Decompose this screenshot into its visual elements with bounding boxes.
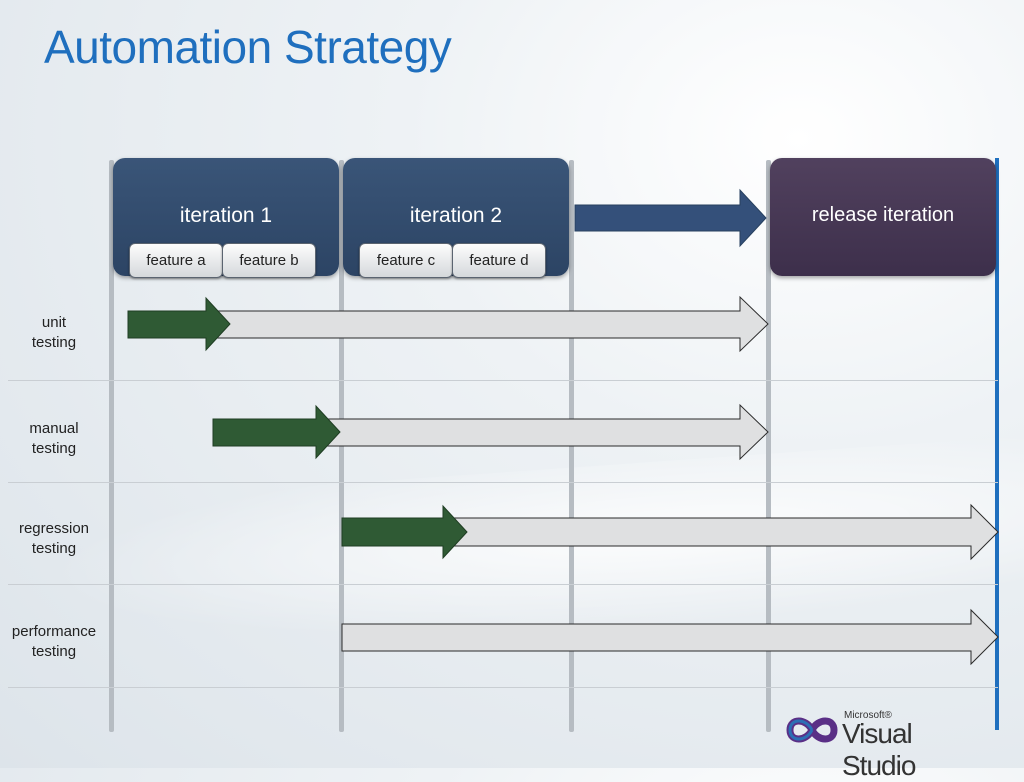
- iteration-to-release-arrow: [574, 188, 767, 248]
- release-iteration-box: release iteration: [770, 158, 996, 276]
- visual-studio-product-text: Visual Studio: [842, 718, 916, 781]
- unit-testing-timeline-arrow: [205, 295, 769, 353]
- row-separator: [8, 584, 998, 585]
- iteration-2-label: iteration 2: [409, 204, 503, 227]
- release-iteration-label: release iteration: [811, 204, 955, 226]
- manual-testing-progress-arrow: [212, 404, 341, 460]
- feature-d-chip: feature d: [452, 243, 546, 278]
- release-start-line: [766, 160, 771, 732]
- regression-testing-progress-arrow: [341, 504, 468, 560]
- row-separator: [8, 482, 998, 483]
- regression-testing-timeline-arrow: [442, 503, 999, 561]
- release-end-line: [995, 158, 999, 730]
- microsoft-brand-text: Microsoft®: [844, 710, 892, 721]
- infinity-logo-icon: [786, 717, 838, 743]
- iteration-1-start-line: [109, 160, 114, 732]
- slide-title: Automation Strategy: [44, 21, 452, 73]
- performance-testing-timeline-arrow: [341, 608, 999, 666]
- feature-c-chip: feature c: [359, 243, 453, 278]
- unit-testing-progress-arrow: [127, 296, 231, 352]
- visual-studio-logo: Microsoft® Visual Studio: [784, 706, 984, 781]
- manual-testing-timeline-arrow: [315, 403, 769, 461]
- feature-a-chip: feature a: [129, 243, 223, 278]
- iteration-1-label: iteration 1: [179, 204, 273, 227]
- row-separator: [8, 687, 998, 688]
- feature-b-chip: feature b: [222, 243, 316, 278]
- row-separator: [8, 380, 998, 381]
